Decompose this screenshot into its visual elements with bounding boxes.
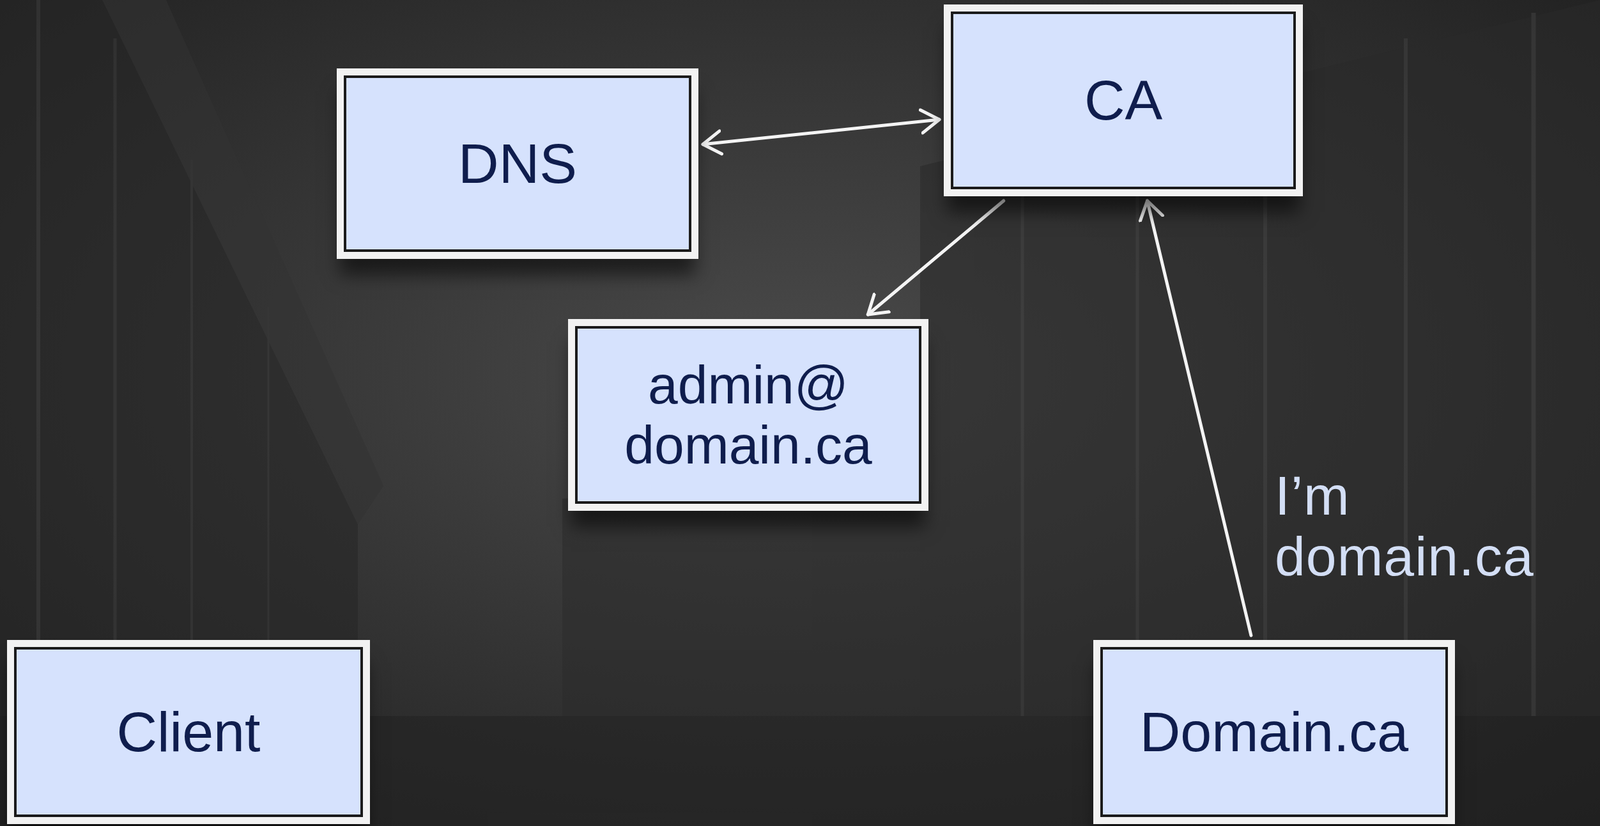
arrow-connector: [1147, 200, 1252, 636]
arrow-connector: [702, 119, 940, 145]
box-label: DNS: [458, 132, 577, 196]
box-label: CA: [1084, 69, 1163, 133]
process-box: Client: [14, 646, 363, 817]
process-box: CA: [950, 11, 1296, 190]
box-label: Client: [116, 700, 261, 764]
arrow-connector: [867, 200, 1004, 315]
box-label: admin@ domain.ca: [595, 354, 901, 475]
process-box: DNS: [343, 75, 692, 252]
box-label: Domain.ca: [1139, 700, 1409, 764]
process-box: admin@ domain.ca: [575, 325, 922, 504]
edge-label: I’m domain.ca: [1274, 465, 1588, 586]
process-box: Domain.ca: [1100, 646, 1448, 817]
